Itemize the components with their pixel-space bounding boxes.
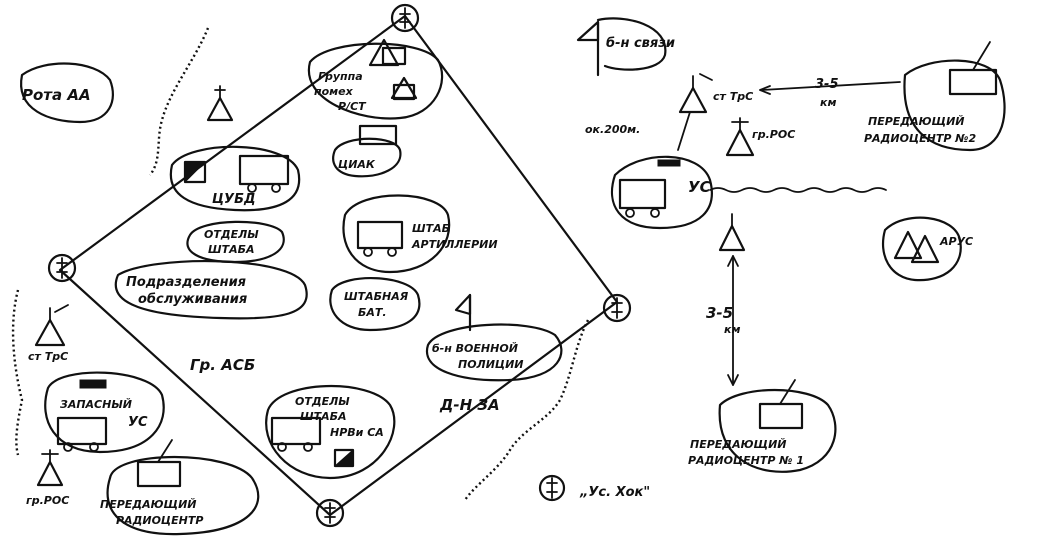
km-bottom: км xyxy=(724,323,740,336)
signal-battalion-label: б-н связи xyxy=(606,36,675,51)
service-units-line2: обслуживания xyxy=(138,292,247,307)
ros-group-top: гр.РОС xyxy=(725,117,795,157)
company-aa-area: Рота АА xyxy=(20,62,114,124)
staff-sections-line2: ШТАБА xyxy=(208,243,255,256)
ros-group-left-label: гр.РОС xyxy=(26,494,69,507)
transmit-radiocenter-left: ПЕРЕДАЮЩИЙ РАДИОЦЕНТР xyxy=(100,439,260,536)
rc1-line2: РАДИОЦЕНТР № 1 xyxy=(688,454,804,467)
rc1-line1: ПЕРЕДАЮЩИЙ xyxy=(690,438,787,451)
cable-to-arus xyxy=(709,187,887,193)
jamming-line2: помех xyxy=(314,85,354,98)
jamming-line1: Группа xyxy=(318,70,363,83)
tsiak: ЦИАК xyxy=(332,124,402,178)
reserve-comm-center: ЗАПАСНЫЙ УС xyxy=(44,371,165,454)
staff-sections-line1: ОТДЕЛЫ xyxy=(204,228,259,241)
ridge-top-left xyxy=(149,27,210,176)
rc-left-line1: ПЕРЕДАЮЩИЙ xyxy=(100,498,197,511)
rc2-line1: ПЕРЕДАЮЩИЙ xyxy=(868,115,965,128)
tropo-station-top-label: ст ТрС xyxy=(713,90,753,103)
jamming-group: Группа помех Р/СТ xyxy=(307,38,444,120)
hq-battery-line1: ШТАБНАЯ xyxy=(344,290,409,303)
mp-battalion-line2: ПОЛИЦИИ xyxy=(458,358,524,371)
artillery-hq-line1: ШТАБ xyxy=(412,222,450,235)
rc-left-line2: РАДИОЦЕНТР xyxy=(116,514,203,527)
ridge-right xyxy=(464,319,590,501)
distance-top: 3-5 xyxy=(815,77,839,92)
hawk-site-top xyxy=(390,3,420,33)
artillery-hq: ШТАБ АРТИЛЛЕРИИ xyxy=(342,194,498,274)
tropo-station-left: ст ТрС xyxy=(28,304,69,363)
rc2-line2: РАДИОЦЕНТР №2 xyxy=(864,132,976,145)
tsubd-label: ЦУБД xyxy=(212,192,256,207)
nrv-line2: ШТАБА xyxy=(300,410,347,423)
tropo-station-top: ст ТрС xyxy=(678,73,753,114)
arus-station: АРУС xyxy=(881,216,973,282)
staff-sections: ОТДЕЛЫ ШТАБА xyxy=(186,220,285,264)
company-aa-label: Рота АА xyxy=(22,86,91,104)
antenna-site-tl xyxy=(206,85,234,122)
hq-battery-line2: БАТ. xyxy=(358,306,387,319)
tsiak-label: ЦИАК xyxy=(338,158,376,171)
mp-battalion-line1: б-н ВОЕННОЙ xyxy=(432,342,518,355)
transmit-radiocenter-1: ПЕРЕДАЮЩИЙ РАДИОЦЕНТР № 1 xyxy=(688,379,837,473)
distance-bottom: 3-5 xyxy=(706,304,733,322)
hawk-legend-label: „Ус. Хок" xyxy=(579,485,650,500)
signal-battalion: б-н связи xyxy=(576,17,675,77)
transmit-radiocenter-2: ПЕРЕДАЮЩИЙ РАДИОЦЕНТР №2 xyxy=(864,41,1006,152)
mp-battalion: б-н ВОЕННОЙ ПОЛИЦИИ xyxy=(425,293,563,382)
reserve-comm-line1: ЗАПАСНЫЙ xyxy=(60,398,132,411)
comm-center-label: УС xyxy=(688,178,711,196)
staff-sections-nrv: ОТДЕЛЫ ШТАБА НРВи СА xyxy=(265,384,396,480)
reserve-comm-line2: УС xyxy=(128,415,148,430)
hawk-site-bottom xyxy=(315,498,345,528)
link-top: 3-5 км xyxy=(759,77,901,109)
jamming-line3: Р/СТ xyxy=(338,100,367,113)
aa-division-label: Д-Н ЗА xyxy=(439,396,500,414)
arus-label: АРУС xyxy=(939,235,973,248)
ros-group-left: гр.РОС xyxy=(26,449,69,507)
hawk-legend: „Ус. Хок" xyxy=(538,474,650,502)
service-units: Подразделения обслуживания xyxy=(114,259,308,320)
hawk-site-left xyxy=(47,253,77,283)
link-200m xyxy=(677,111,691,151)
service-units-line1: Подразделения xyxy=(126,275,246,290)
artillery-hq-line2: АРТИЛЛЕРИИ xyxy=(411,238,498,251)
asb-group-label: Гр. АСБ xyxy=(190,356,255,374)
nrv-line1: ОТДЕЛЫ xyxy=(295,395,350,408)
comm-center: УС xyxy=(610,155,713,230)
nrv-line3: НРВи СА xyxy=(330,426,384,439)
ridge-left xyxy=(11,289,24,456)
km-top: км xyxy=(820,96,836,109)
ros-group-top-label: гр.РОС xyxy=(752,128,795,141)
tsubd: ЦУБД xyxy=(169,145,301,212)
tropo-station-left-label: ст ТрС xyxy=(28,350,68,363)
hq-battery: ШТАБНАЯ БАТ. xyxy=(329,276,421,332)
hawk-site-right xyxy=(602,293,632,323)
distance-200m: ок.200м. xyxy=(585,123,640,136)
link-bottom: 3-5 км xyxy=(706,213,746,386)
